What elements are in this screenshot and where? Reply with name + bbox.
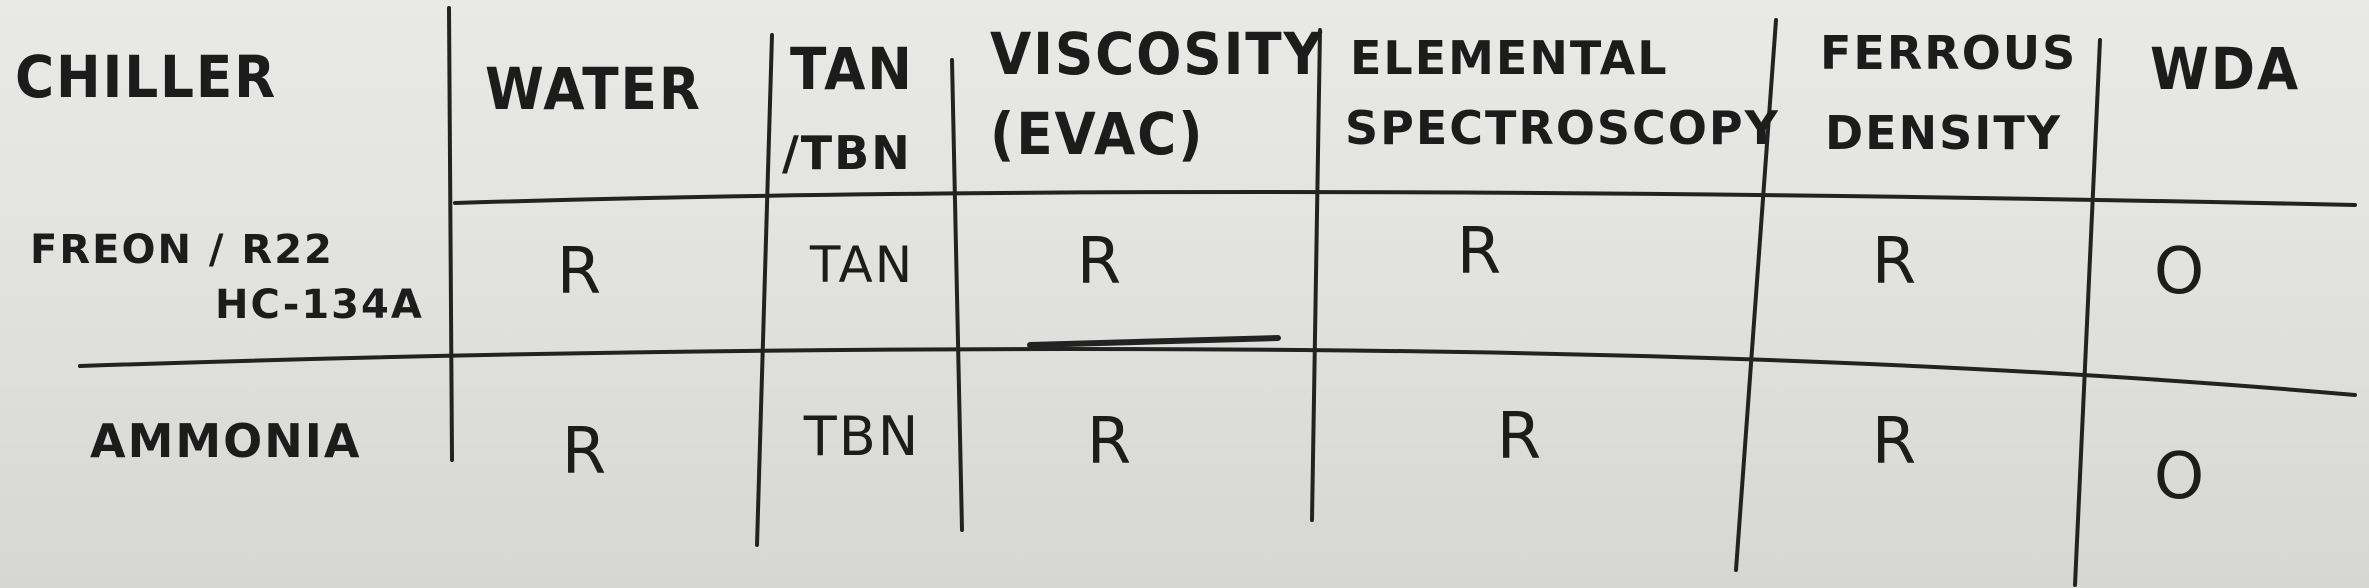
column-header-evac: (EVAC) [990, 100, 1205, 168]
column-header-wda: WDA [2150, 35, 2300, 103]
table-cell: O [2153, 235, 2207, 309]
column-header-tbn: /TBN [782, 126, 912, 180]
table-cell: TAN [809, 236, 915, 294]
table-cell: R [1871, 405, 1919, 479]
table-cell: R [561, 415, 609, 489]
underline-mark [1027, 335, 1281, 348]
column-line [447, 6, 454, 462]
column-line [755, 33, 774, 547]
table-cell: O [2153, 440, 2207, 514]
table-cell: R [1871, 225, 1919, 299]
row-label-freon: FREON / R22 [30, 227, 334, 273]
column-header-spectroscopy: SPECTROSCOPY [1345, 101, 1780, 155]
column-line [1310, 28, 1322, 522]
table-cell: R [1496, 400, 1544, 474]
column-line [2073, 38, 2102, 587]
column-header-density: DENSITY [1825, 106, 2063, 160]
corner-label: CHILLER [15, 43, 278, 111]
column-header-tan: TAN [790, 35, 914, 103]
column-header-viscosity: VISCOSITY [990, 20, 1324, 88]
table-cell: R [556, 235, 604, 309]
table-cell: TBN [803, 405, 921, 468]
table-cell: R [1076, 225, 1124, 299]
column-line [1734, 18, 1778, 572]
row-divider-line [78, 347, 2357, 397]
column-header-ferrous: FERROUS [1820, 26, 2078, 80]
row-label-hc134a: HC-134A [215, 282, 424, 328]
header-divider-line [453, 189, 2357, 207]
row-label-ammonia: AMMONIA [90, 414, 362, 468]
column-line [950, 58, 964, 532]
table-cell: R [1086, 405, 1134, 479]
column-header-elemental: ELEMENTAL [1350, 31, 1669, 85]
column-header-water: WATER [485, 55, 702, 123]
table-cell: R [1456, 215, 1504, 289]
